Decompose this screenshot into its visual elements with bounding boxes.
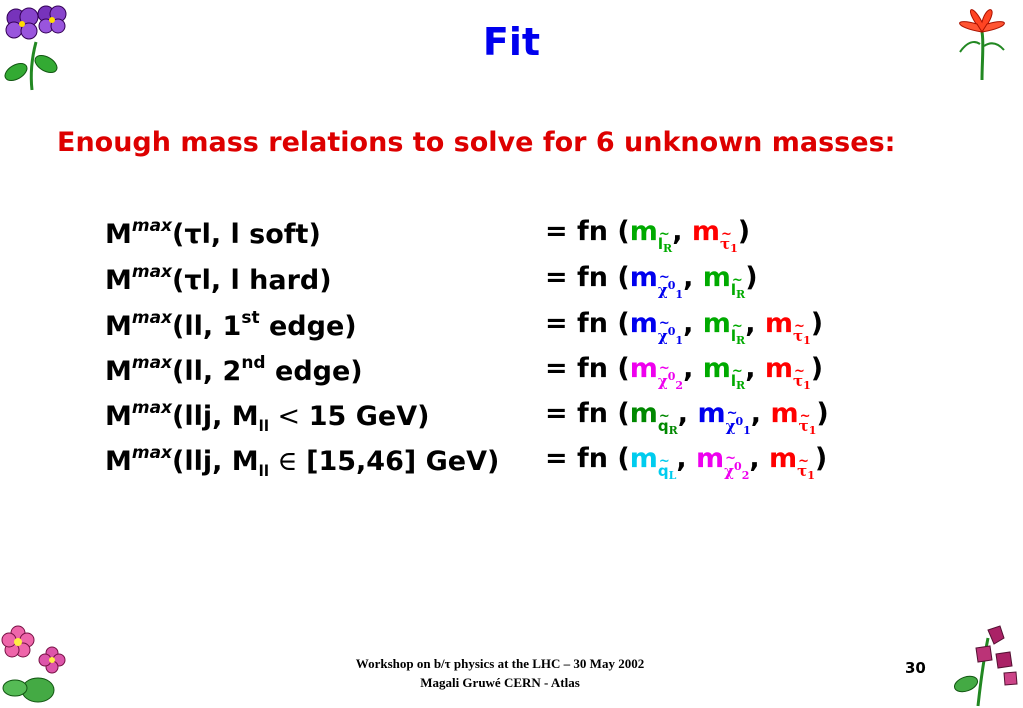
page-number: 30 [905,659,926,677]
slide-title: Fit [482,20,541,64]
bellflower-icon [953,625,1018,707]
lily-flower-icon [959,9,1005,81]
footer-line-2: Magali Gruwé CERN - Atlas [420,675,580,690]
relation-rhs: = fn (m~χ01, m~lR) [545,262,758,301]
relation-lhs: Mmax(τl, l soft) [105,216,321,250]
relation-rhs: = fn (m~qL, m~χ02, m~τ1) [545,443,828,482]
relation-rhs: = fn (m~qR, m~χ01, m~τ1) [545,398,829,437]
pink-flower-icon [1,625,66,703]
relation-lhs: Mmax(llj, Mll ∈ [15,46] GeV) [105,443,500,480]
relation-rhs: = fn (m~χ02, m~lR, m~τ1) [545,353,824,392]
relation-lhs: Mmax(ll, 2nd edge) [105,353,363,387]
violet-flower-icon [4,5,67,91]
footer-line-1: Workshop on b/τ physics at the LHC – 30 … [355,656,645,671]
relation-rhs: = fn (m~lR, m~τ1) [545,216,751,255]
relation-rhs: = fn (m~χ01, m~lR, m~τ1) [545,308,824,347]
relation-lhs: Mmax(llj, Mll < 15 GeV) [105,398,430,435]
relation-lhs: Mmax(ll, 1st edge) [105,308,357,342]
relation-lhs: Mmax(τl, l hard) [105,262,332,296]
slide-subtitle: Enough mass relations to solve for 6 unk… [57,127,896,158]
slide-footer: Workshop on b/τ physics at the LHC – 30 … [0,654,1000,692]
